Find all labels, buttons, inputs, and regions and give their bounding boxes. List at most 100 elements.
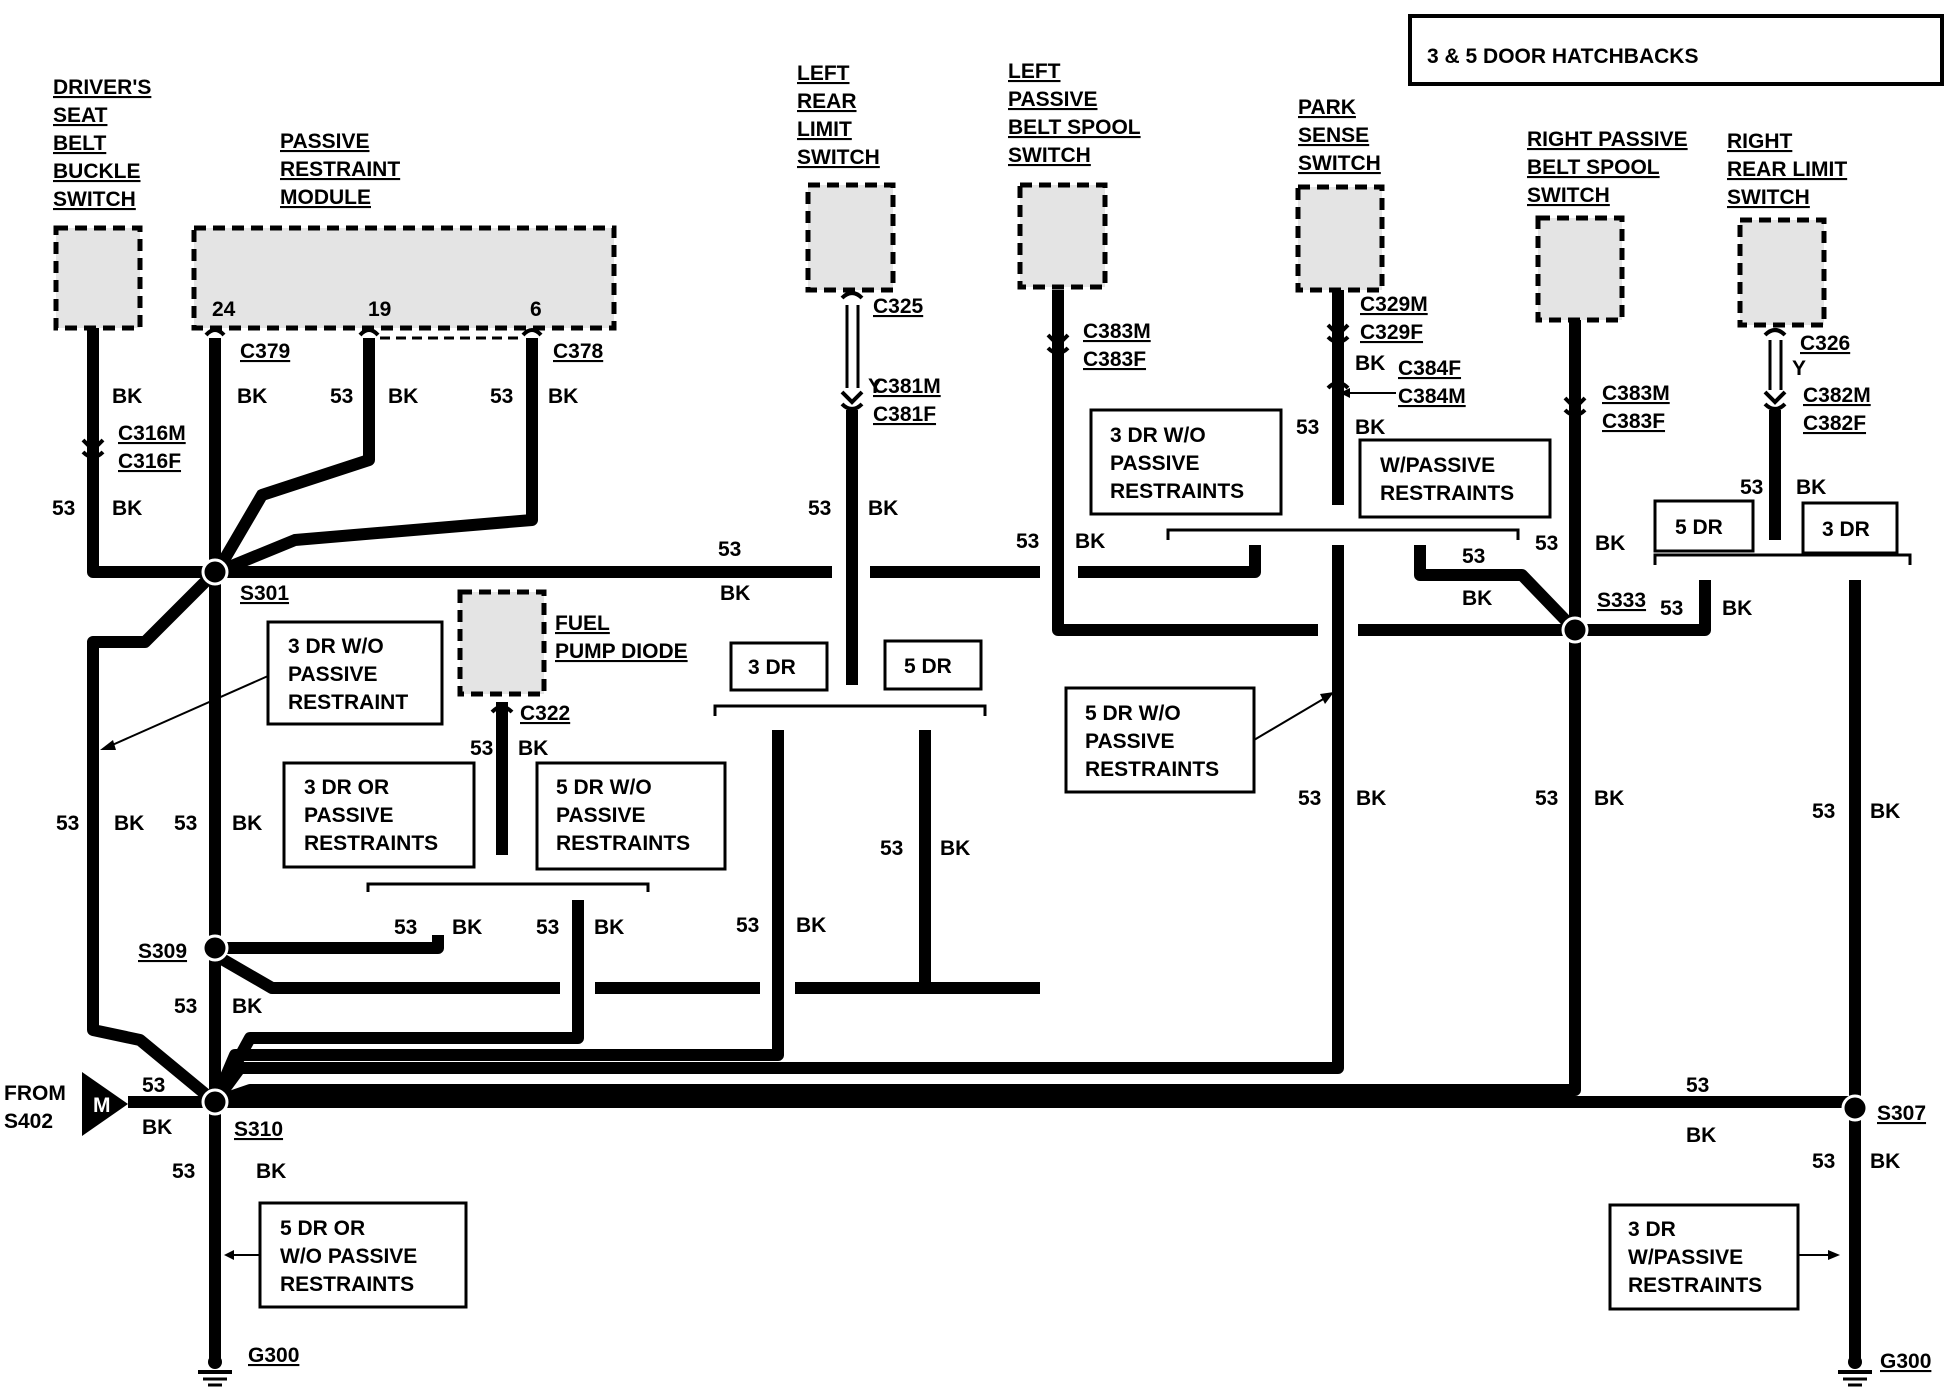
svg-text:LEFT: LEFT bbox=[797, 62, 850, 85]
svg-text:BK: BK bbox=[1462, 587, 1492, 610]
svg-text:C381M: C381M bbox=[873, 375, 941, 398]
svg-text:PASSIVE: PASSIVE bbox=[1110, 452, 1199, 475]
svg-text:53: 53 bbox=[736, 914, 759, 937]
passive-restraint-module-label: PASSIVE RESTRAINT MODULE 24 19 6 bbox=[212, 130, 542, 321]
svg-text:C329F: C329F bbox=[1360, 321, 1423, 344]
svg-text:53: 53 bbox=[718, 538, 741, 561]
svg-text:SWITCH: SWITCH bbox=[53, 188, 136, 211]
svg-text:53: 53 bbox=[174, 995, 197, 1018]
option-box-3dr-or-passive-restraints: 3 DR OR PASSIVE RESTRAINTS bbox=[282, 761, 476, 869]
svg-text:BK: BK bbox=[1870, 800, 1900, 823]
park-sense-switch bbox=[1295, 184, 1385, 293]
svg-text:53: 53 bbox=[1740, 476, 1763, 499]
wire-labels: BK 53 BK BK 53 BK 53 BK Y 53 BK 53 BK 53… bbox=[52, 352, 1900, 1183]
wires bbox=[87, 290, 1861, 1365]
svg-text:53: 53 bbox=[1535, 787, 1558, 810]
ground-icon-left bbox=[198, 1355, 232, 1387]
svg-text:DRIVER'S: DRIVER'S bbox=[53, 76, 151, 99]
splice-s309 bbox=[201, 934, 229, 962]
svg-text:53: 53 bbox=[880, 837, 903, 860]
svg-text:BUCKLE: BUCKLE bbox=[53, 160, 141, 183]
svg-text:C383F: C383F bbox=[1083, 348, 1146, 371]
arrow-3dr-w-passive-head bbox=[1828, 1250, 1840, 1260]
svg-text:53: 53 bbox=[1298, 787, 1321, 810]
option-box-3dr-wo-passive-restraints-park: 3 DR W/O PASSIVE RESTRAINTS bbox=[1089, 408, 1283, 516]
svg-text:5 DR W/O: 5 DR W/O bbox=[556, 776, 652, 799]
svg-text:53: 53 bbox=[1535, 532, 1558, 555]
svg-text:BK: BK bbox=[388, 385, 418, 408]
svg-text:53: 53 bbox=[56, 812, 79, 835]
left-passive-belt-spool-switch-label: LEFT PASSIVE BELT SPOOL SWITCH bbox=[1008, 60, 1141, 167]
svg-text:53: 53 bbox=[1686, 1074, 1709, 1097]
ground-g300-left: G300 bbox=[248, 1344, 299, 1367]
splice-s310 bbox=[201, 1088, 229, 1116]
svg-text:RESTRAINT: RESTRAINT bbox=[280, 158, 400, 181]
c384-arrow-head bbox=[1340, 388, 1350, 398]
svg-text:RESTRAINTS: RESTRAINTS bbox=[1085, 758, 1219, 781]
svg-text:BK: BK bbox=[232, 812, 262, 835]
svg-text:C379: C379 bbox=[240, 340, 290, 363]
svg-text:6: 6 bbox=[530, 298, 542, 321]
svg-text:C383F: C383F bbox=[1602, 410, 1665, 433]
svg-text:SWITCH: SWITCH bbox=[1298, 152, 1381, 175]
svg-text:3 DR W/O: 3 DR W/O bbox=[288, 635, 384, 658]
svg-text:BK: BK bbox=[237, 385, 267, 408]
svg-text:RESTRAINTS: RESTRAINTS bbox=[280, 1273, 414, 1296]
title-box bbox=[1408, 14, 1944, 86]
svg-text:53: 53 bbox=[1016, 530, 1039, 553]
svg-text:53: 53 bbox=[536, 916, 559, 939]
svg-text:RIGHT PASSIVE: RIGHT PASSIVE bbox=[1527, 128, 1688, 151]
svg-text:BK: BK bbox=[1355, 352, 1385, 375]
option-box-5dr-right: 5 DR bbox=[1653, 499, 1755, 553]
svg-text:RESTRAINTS: RESTRAINTS bbox=[1380, 482, 1514, 505]
svg-text:BK: BK bbox=[1594, 787, 1624, 810]
svg-text:SWITCH: SWITCH bbox=[1527, 184, 1610, 207]
splice-s307 bbox=[1841, 1094, 1869, 1122]
svg-text:BK: BK bbox=[1870, 1150, 1900, 1173]
svg-text:53: 53 bbox=[174, 812, 197, 835]
svg-text:PARK: PARK bbox=[1298, 96, 1356, 119]
option-box-5dr-left: 5 DR bbox=[883, 639, 983, 691]
svg-text:S333: S333 bbox=[1597, 589, 1646, 612]
svg-text:C325: C325 bbox=[873, 295, 924, 318]
option-box-5dr-wo-passive-restraints-fuel: 5 DR W/O PASSIVE RESTRAINTS bbox=[535, 761, 727, 871]
svg-text:W/PASSIVE: W/PASSIVE bbox=[1628, 1246, 1743, 1269]
from-s402-arrow-icon bbox=[82, 1072, 128, 1136]
svg-text:PASSIVE: PASSIVE bbox=[280, 130, 369, 153]
from-source: S402 bbox=[4, 1110, 53, 1133]
svg-text:PASSIVE: PASSIVE bbox=[304, 804, 393, 827]
right-rear-limit-switch-label: RIGHT REAR LIMIT SWITCH bbox=[1727, 130, 1847, 209]
svg-text:S301: S301 bbox=[240, 582, 289, 605]
svg-text:BK: BK bbox=[112, 385, 142, 408]
svg-text:BK: BK bbox=[452, 916, 482, 939]
option-box-5dr-wo-passive-restraints-mid: 5 DR W/O PASSIVE RESTRAINTS bbox=[1064, 686, 1256, 794]
svg-text:C383M: C383M bbox=[1602, 382, 1670, 405]
svg-text:SENSE: SENSE bbox=[1298, 124, 1369, 147]
arrow-5dr-wo-passive bbox=[1253, 697, 1326, 741]
svg-text:S309: S309 bbox=[138, 940, 187, 963]
svg-text:C382F: C382F bbox=[1803, 412, 1866, 435]
svg-text:BK: BK bbox=[1796, 476, 1826, 499]
left-rear-limit-switch bbox=[805, 182, 896, 293]
svg-text:PASSIVE: PASSIVE bbox=[1008, 88, 1097, 111]
option-box-w-passive-restraints: W/PASSIVE RESTRAINTS bbox=[1358, 438, 1552, 519]
svg-text:53: 53 bbox=[1462, 545, 1485, 568]
svg-text:BK: BK bbox=[1722, 597, 1752, 620]
svg-text:BK: BK bbox=[868, 497, 898, 520]
svg-text:BELT SPOOL: BELT SPOOL bbox=[1008, 116, 1141, 139]
svg-text:53: 53 bbox=[470, 737, 493, 760]
right-rear-limit-switch bbox=[1737, 217, 1827, 328]
svg-text:3 DR: 3 DR bbox=[1628, 1218, 1676, 1241]
right-passive-belt-spool-switch-label: RIGHT PASSIVE BELT SPOOL SWITCH bbox=[1527, 128, 1688, 207]
arrow-5dr-wo-passive-head bbox=[1320, 692, 1334, 704]
svg-text:BK: BK bbox=[112, 497, 142, 520]
svg-text:RESTRAINTS: RESTRAINTS bbox=[556, 832, 690, 855]
drivers-seat-belt-switch-label: DRIVER'S SEAT BELT BUCKLE SWITCH bbox=[53, 76, 151, 211]
option-box-3dr-w-passive-restraints: 3 DR W/PASSIVE RESTRAINTS bbox=[1608, 1203, 1800, 1311]
svg-text:W/O PASSIVE: W/O PASSIVE bbox=[280, 1245, 417, 1268]
svg-text:PASSIVE: PASSIVE bbox=[556, 804, 645, 827]
left-passive-belt-spool-switch bbox=[1017, 182, 1108, 290]
svg-text:PASSIVE: PASSIVE bbox=[288, 663, 377, 686]
svg-text:C383M: C383M bbox=[1083, 320, 1151, 343]
svg-text:BK: BK bbox=[796, 914, 826, 937]
